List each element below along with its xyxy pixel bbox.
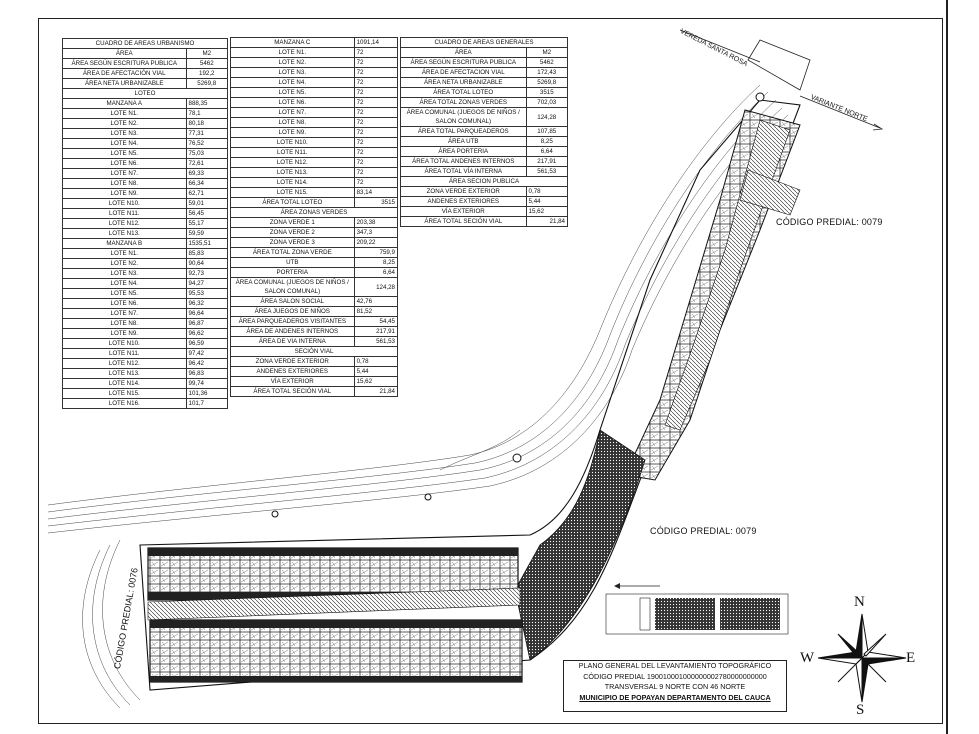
compass-n: N [854,594,865,610]
table-row: ÁREA COMUNAL (JUEGOS DE NIÑOS / SALON CO… [400,107,569,127]
compass-icon [817,613,907,703]
title-line-2: CÓDIGO PREDIAL 1900100010000000027800000… [583,671,767,681]
sheet-edge [946,0,948,734]
title-line-1: PLANO GENERAL DEL LEVANTAMIENTO TOPOGRÁF… [578,661,772,670]
contour-lines [47,84,789,709]
title-block: PLANO GENERAL DEL LEVANTAMIENTO TOPOGRÁF… [563,660,787,712]
label-codigo-predial-2: CÓDIGO PREDIAL: 0079 [650,526,757,536]
table-cell: 101,7 [185,398,229,409]
manzana-c-block [624,109,801,481]
table-row: LOTE N16.101,7 [62,398,229,409]
table-row: ÁREA COMUNAL (JUEGOS DE NIÑOS / SALON CO… [230,277,399,297]
title-line-4: MUNICIPIO DE POPAYAN DEPARTAMENTO DEL CA… [579,692,771,702]
compass-w: W [800,650,815,666]
compass-e: E [906,650,916,666]
internal-road [514,429,646,661]
title-line-3: TRANSVERSAL 9 NORTE CON 46 NORTE [604,682,746,691]
manzana-b-block [149,619,523,683]
drawing-frame [38,18,943,724]
table-cell: 21,84 [353,386,399,397]
table-cell: 21,84 [525,216,569,227]
label-codigo-predial-1: CÓDIGO PREDIAL: 0079 [776,217,883,227]
compass-s: S [856,702,865,718]
section-detail [605,583,789,635]
compass-rose: N S E W [800,594,924,720]
